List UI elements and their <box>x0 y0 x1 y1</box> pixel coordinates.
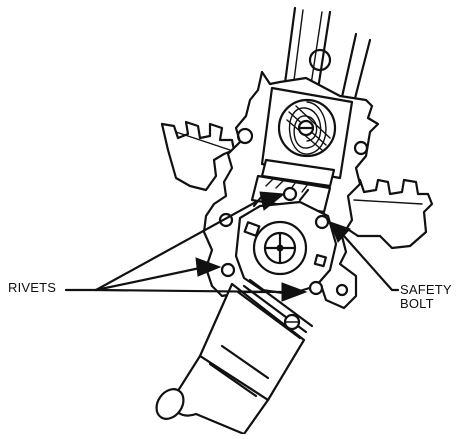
plate-hole-right <box>353 140 369 156</box>
left-sector-gear <box>160 120 236 192</box>
gearbox-housing <box>234 188 338 296</box>
safety-bolt-leader <box>329 221 400 292</box>
motor-end-cap <box>155 388 185 420</box>
plate-hole-bottom <box>335 283 349 297</box>
rivets-leaders <box>64 191 308 302</box>
rivet-lower <box>308 280 324 296</box>
plate-hole-left <box>236 127 254 145</box>
rivet-top <box>282 186 298 202</box>
rail-hole <box>308 48 332 72</box>
rivet-left <box>220 262 236 278</box>
linkage-slot <box>250 158 336 214</box>
safety-bolt <box>314 214 330 230</box>
safety-bolt-label-line1: SAFETY <box>400 282 452 297</box>
safety-bolt-label: SAFETY BOLT <box>400 283 452 311</box>
plate-hole-lower <box>218 212 234 228</box>
right-sector-gear <box>340 174 434 250</box>
rivets-label: RIVETS <box>8 280 57 295</box>
motor <box>155 278 314 436</box>
spring-housing <box>260 86 354 180</box>
safety-bolt-label-line2: BOLT <box>400 296 434 311</box>
